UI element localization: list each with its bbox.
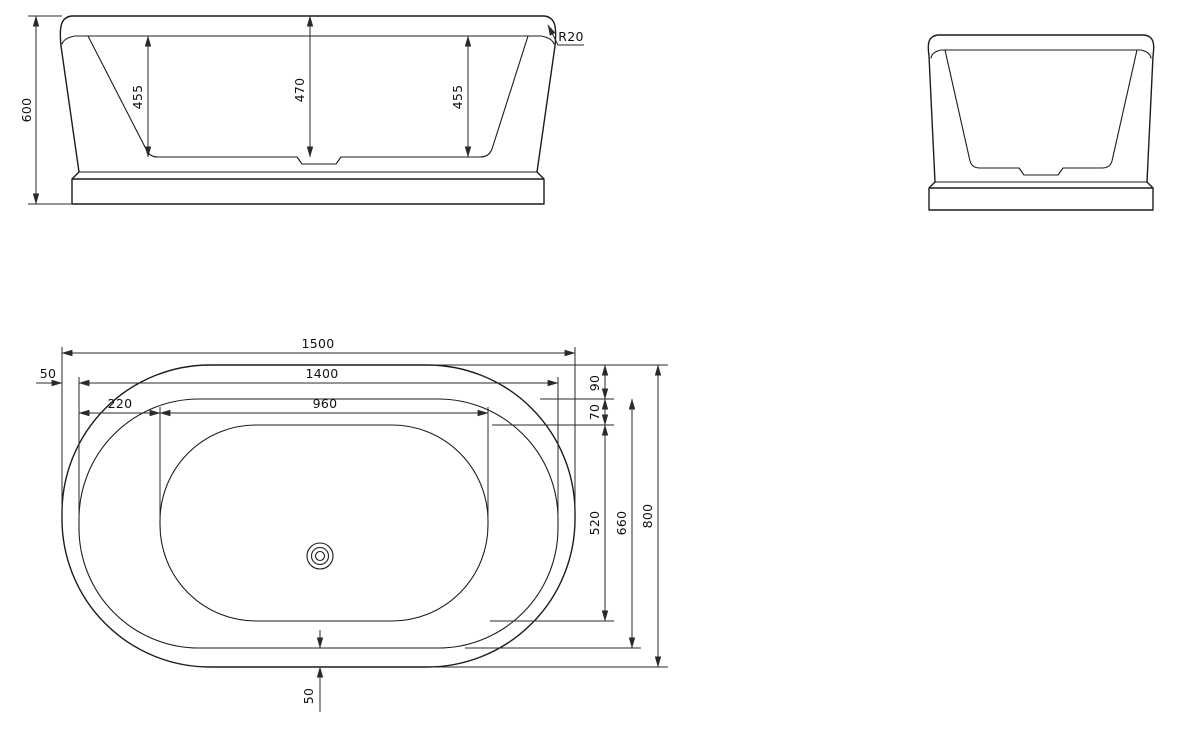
dim-front-rim-radius: R20 [558,29,584,44]
dim-plan-top-ledge: 70 [587,404,602,421]
drain-ring-middle [310,546,330,566]
dim-plan-left-end-offset: 50 [40,366,57,381]
end-tub-outer-profile [927,34,1155,183]
dim-plan-inner-length: 1400 [305,366,338,381]
dim-plan-inner-width: 660 [614,511,629,536]
dim-front-depth-center: 470 [292,78,307,103]
dim-plan-basin-left-offset: 220 [108,396,133,411]
drain-ring-outer [306,542,334,570]
dim-plan-basin-width: 520 [587,511,602,536]
plan-dimensions: 1500 1400 50 220 960 90 70 520 660 800 [36,336,668,712]
dim-plan-overall-width: 800 [640,504,655,529]
dim-plan-bottom-edge-gap: 50 [301,688,316,705]
front-dimensions: 600 455 470 455 R20 [19,15,584,205]
drain-ring-inner [314,550,326,562]
end-basin-inner-profile [944,49,1138,176]
dim-front-depth-right: 455 [450,85,465,110]
end-rim-inner-edge [930,49,1152,59]
dim-front-overall-height: 600 [19,98,34,123]
end-view [927,34,1155,211]
front-plinth [71,171,545,205]
dim-plan-overall-length: 1500 [301,336,334,351]
plan-basin [159,424,489,622]
end-plinth [928,181,1154,211]
radius-leader-line [547,24,584,46]
drain [306,542,334,570]
dim-front-depth-left: 455 [130,85,145,110]
front-rim-inner-edge [61,35,555,45]
plan-inner-rim [78,398,559,649]
dim-plan-basin-length: 960 [313,396,338,411]
front-view: 600 455 470 455 R20 [19,15,584,205]
dim-plan-top-edge-gap: 90 [587,375,602,392]
plan-view: 1500 1400 50 220 960 90 70 520 660 800 [36,336,668,712]
